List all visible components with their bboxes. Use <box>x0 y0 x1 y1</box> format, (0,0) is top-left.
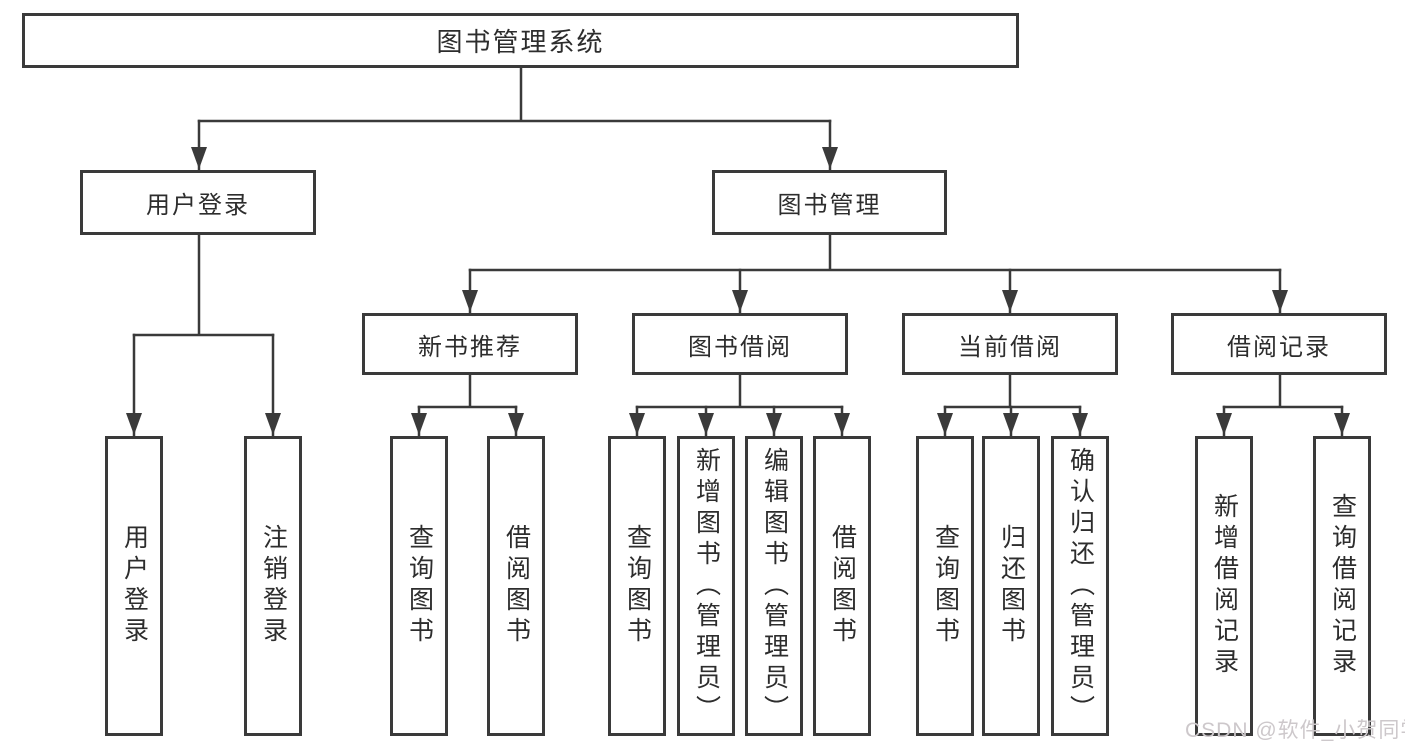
leaf-current-return-book: 归还图书 <box>982 436 1040 736</box>
node-book-management-label: 图书管理 <box>777 192 882 219</box>
leaf-user-login-label: 用户登录 <box>120 524 149 648</box>
leaf-borrow-add-book-admin-label: 新增图书（管理员） <box>692 446 721 726</box>
leaf-recommend-borrow-book-label: 借阅图书 <box>502 524 531 648</box>
leaf-recommend-query-book: 查询图书 <box>390 436 448 736</box>
leaf-borrow-borrow-book-label: 借阅图书 <box>828 524 857 648</box>
leaf-record-query-borrow-record-label: 查询借阅记录 <box>1328 493 1357 679</box>
node-new-book-recommend-label: 新书推荐 <box>418 333 522 361</box>
leaf-record-query-borrow-record: 查询借阅记录 <box>1313 436 1371 736</box>
leaf-current-confirm-return-admin: 确认归还（管理员） <box>1051 436 1109 736</box>
leaf-current-query-book: 查询图书 <box>916 436 974 736</box>
node-user-login: 用户登录 <box>80 170 316 235</box>
leaf-logout-login-label: 注销登录 <box>259 524 288 648</box>
node-borrow-record-label: 借阅记录 <box>1227 333 1331 361</box>
leaf-current-query-book-label: 查询图书 <box>931 524 960 648</box>
node-book-borrow: 图书借阅 <box>632 313 848 375</box>
node-root: 图书管理系统 <box>22 13 1019 68</box>
leaf-current-return-book-label: 归还图书 <box>997 524 1026 648</box>
leaf-recommend-borrow-book: 借阅图书 <box>487 436 545 736</box>
leaf-logout-login: 注销登录 <box>244 436 302 736</box>
node-book-borrow-label: 图书借阅 <box>688 333 792 361</box>
leaf-borrow-query-book: 查询图书 <box>608 436 666 736</box>
node-current-borrow: 当前借阅 <box>902 313 1118 375</box>
leaf-current-confirm-return-admin-label: 确认归还（管理员） <box>1066 446 1095 726</box>
csdn-watermark: CSDN @软件_小贺同学 <box>1185 714 1405 744</box>
leaf-borrow-query-book-label: 查询图书 <box>623 524 652 648</box>
leaf-borrow-edit-book-admin: 编辑图书（管理员） <box>745 436 803 736</box>
leaf-user-login: 用户登录 <box>105 436 163 736</box>
leaf-borrow-add-book-admin: 新增图书（管理员） <box>677 436 735 736</box>
leaf-record-add-borrow-record-label: 新增借阅记录 <box>1210 493 1239 679</box>
leaf-record-add-borrow-record: 新增借阅记录 <box>1195 436 1253 736</box>
node-current-borrow-label: 当前借阅 <box>958 333 1062 361</box>
leaf-borrow-borrow-book: 借阅图书 <box>813 436 871 736</box>
node-new-book-recommend: 新书推荐 <box>362 313 578 375</box>
node-user-login-label: 用户登录 <box>146 192 250 219</box>
leaf-recommend-query-book-label: 查询图书 <box>405 524 434 648</box>
leaf-borrow-edit-book-admin-label: 编辑图书（管理员） <box>760 446 789 726</box>
node-root-label: 图书管理系统 <box>436 27 605 57</box>
node-book-management: 图书管理 <box>712 170 947 235</box>
node-borrow-record: 借阅记录 <box>1171 313 1387 375</box>
csdn-watermark-text: CSDN @软件_小贺同学 <box>1185 719 1405 742</box>
